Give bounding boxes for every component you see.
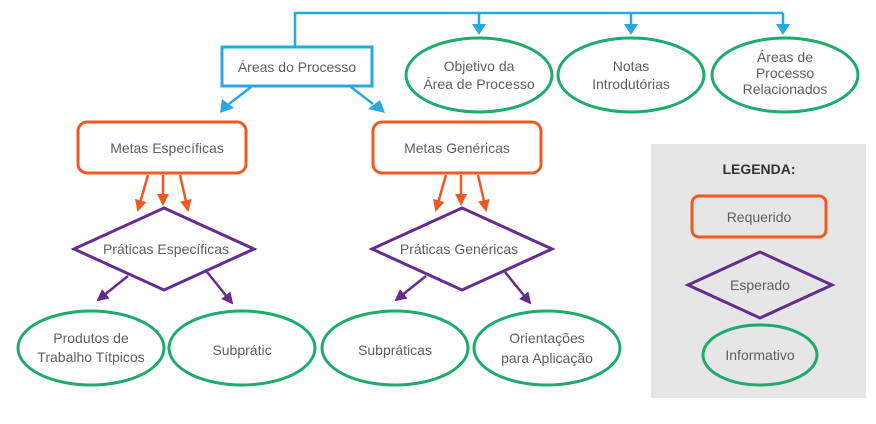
svg-text:Áreas de: Áreas de (757, 49, 813, 65)
node-orientacoes: Orientações para Aplicação (472, 309, 622, 387)
svg-text:Requerido: Requerido (727, 209, 792, 225)
svg-text:Relacionados: Relacionados (743, 81, 828, 97)
svg-text:Subpráticas: Subpráticas (358, 342, 432, 358)
legend: LEGENDA: Requerido Esperado Informativo (651, 144, 866, 398)
purple-arrows-left (96, 271, 234, 305)
node-label: Áreas do Processo (238, 59, 356, 75)
svg-text:Práticas Genéricas: Práticas Genéricas (400, 241, 518, 257)
legend-informative: Informativo (701, 323, 819, 387)
legend-required: Requerido (690, 194, 828, 239)
orange-arrows-left (134, 174, 192, 212)
svg-text:para Aplicação: para Aplicação (501, 350, 593, 366)
node-areas-processo: Áreas do Processo (220, 45, 374, 88)
svg-text:Subprátic: Subprátic (212, 342, 271, 358)
node-subpraticas: Subpráticas (320, 309, 470, 387)
arrow-to-objetivo (472, 24, 486, 35)
node-notas: Notas Introdutórias (556, 36, 706, 114)
node-metas-genericas: Metas Genéricas (371, 120, 543, 175)
arrow-to-relacionados (776, 24, 790, 35)
svg-text:Práticas Específicas: Práticas Específicas (103, 241, 229, 257)
node-praticas-genericas: Práticas Genéricas (368, 206, 556, 292)
blue-arrows (220, 86, 385, 113)
svg-text:Notas: Notas (613, 58, 650, 74)
svg-text:Área de Processo: Área de Processo (423, 76, 534, 92)
top-connector (293, 11, 790, 46)
svg-text:Produtos de: Produtos de (53, 330, 129, 346)
orange-arrows-right (432, 174, 490, 212)
legend-title: LEGENDA: (722, 161, 795, 177)
arrow-to-notas (624, 24, 638, 35)
svg-text:Esperado: Esperado (730, 277, 790, 293)
svg-text:Introdutórias: Introdutórias (592, 76, 670, 92)
svg-text:Orientações: Orientações (509, 330, 584, 346)
node-relacionados: Áreas de Processo Relacionados (710, 36, 860, 114)
purple-arrows-right (394, 271, 532, 305)
svg-text:Metas Específicas: Metas Específicas (110, 140, 224, 156)
svg-text:Informativo: Informativo (725, 347, 794, 363)
legend-expected: Esperado (684, 250, 836, 320)
svg-text:Processo: Processo (756, 65, 815, 81)
node-produtos: Produtos de Trabalho Títpicos (16, 309, 166, 387)
svg-text:Trabalho Títpicos: Trabalho Títpicos (37, 349, 144, 365)
svg-text:Metas Genéricas: Metas Genéricas (404, 140, 510, 156)
svg-text:Objetivo da: Objetivo da (444, 58, 515, 74)
node-praticas-especificas: Práticas Específicas (70, 206, 258, 292)
node-subpratic: Subprátic (167, 309, 317, 387)
node-metas-especificas: Metas Específicas (76, 120, 248, 175)
node-objetivo: Objetivo da Área de Processo (404, 36, 554, 114)
